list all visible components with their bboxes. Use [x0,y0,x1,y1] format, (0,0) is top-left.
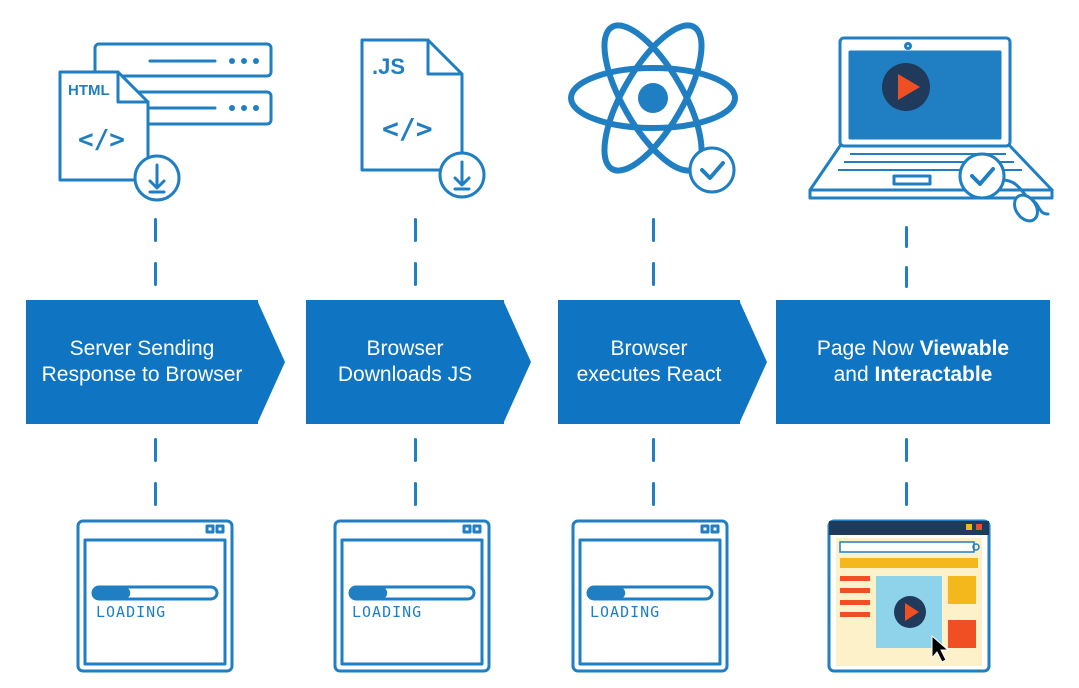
banner-line: executes React [576,363,722,386]
banner-bold-text: Interactable [874,363,993,386]
dashed-connector [414,218,417,242]
banner-text: and [833,363,875,386]
step-banner: Browser executes React [558,300,740,424]
dashed-connector [154,438,157,462]
chevron-arrow-icon [257,300,285,424]
browser-window-loaded [827,519,991,673]
dashed-connector [652,482,655,506]
laptop-video-check-icon [808,36,1054,223]
loading-label: LOADING [352,603,423,621]
chevron-arrow-icon [739,300,767,424]
js-file-label: .JS [372,54,405,79]
dashed-connector [652,262,655,286]
banner-text: Page Now [816,337,920,360]
dashed-connector [414,262,417,286]
banner-line: Downloads JS [337,363,473,386]
browser-window-loading [76,519,234,673]
step-browser-executes-react: Browser executes React LOADING [540,0,770,688]
loading-label: LOADING [590,603,661,621]
browser-window-loading [571,519,729,673]
chevron-arrow-icon [503,300,531,424]
loading-label: LOADING [96,603,167,621]
dashed-connector [154,262,157,286]
banner-line: Server Sending [69,337,215,360]
banner-line: Browser [366,337,444,360]
react-check-icon [568,22,738,194]
dashed-connector [154,218,157,242]
dashed-connector [414,438,417,462]
step-banner: Page Now Viewable and Interactable [776,300,1050,424]
dashed-connector [905,482,908,506]
banner-line: Page Now Viewable [817,336,1009,362]
step-banner: Browser Downloads JS [306,300,504,424]
progress-fill [350,587,388,599]
dashed-connector [652,438,655,462]
html-file-download-icon: HTML </> [58,42,273,202]
banner-bold-text: Viewable [919,337,1010,360]
dashed-connector [414,482,417,506]
js-file-download-icon: .JS </> [360,38,486,199]
code-glyph: </> [382,112,433,145]
dashed-connector [905,266,908,288]
step-banner: Server Sending Response to Browser [26,300,258,424]
dashed-connector [652,218,655,242]
banner-line: Response to Browser [41,363,243,386]
step-page-interactable: Page Now Viewable and Interactable [770,0,1079,688]
banner-line: Browser [610,337,688,360]
dashed-connector [905,226,908,248]
step-server-sending: HTML </> Server Sending Response to Brow… [0,0,290,688]
code-glyph: </> [78,125,125,155]
progress-fill [588,587,626,599]
progress-fill [93,587,131,599]
dashed-connector [905,438,908,462]
banner-line: and Interactable [834,362,993,388]
step-browser-downloads-js: .JS </> Browser Downloads JS LOADING [290,0,540,688]
browser-window-loading [333,519,491,673]
dashed-connector [154,482,157,506]
html-file-label: HTML [68,82,110,99]
